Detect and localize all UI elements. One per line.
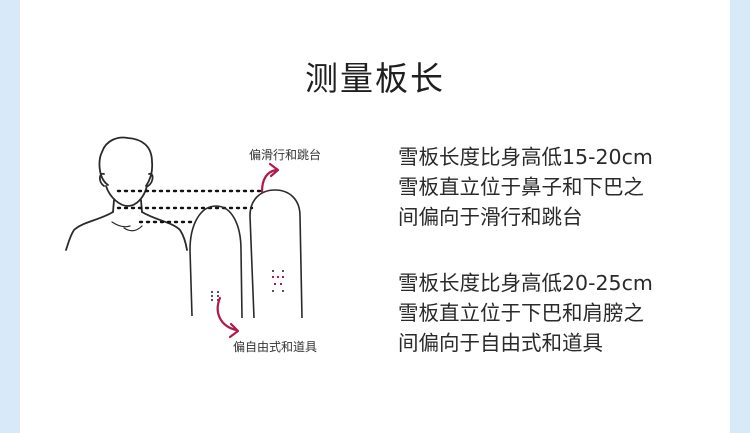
measurement-lines: [118, 191, 262, 222]
arrow-up-icon: [262, 164, 278, 192]
description-block-1: 雪板长度比身高低15-20cm 雪板直立位于鼻子和下巴之 间偏向于滑行和跳台: [398, 142, 718, 232]
label-glide-jump: 偏滑行和跳台: [249, 146, 321, 163]
arrow-down-icon: [218, 298, 238, 337]
snowboard-short: [190, 206, 242, 318]
binding-marks-short: [211, 291, 219, 301]
description-line: 间偏向于自由式和道具: [398, 328, 718, 358]
description-line: 雪板长度比身高低15-20cm: [398, 142, 718, 172]
snowboard-tall: [250, 190, 302, 318]
binding-marks-tall: [272, 276, 284, 285]
description-line: 雪板直立位于下巴和肩膀之: [398, 298, 718, 328]
person-figure: [66, 138, 187, 250]
description-line: 雪板直立位于鼻子和下巴之: [398, 172, 718, 202]
label-freestyle-park: 偏自由式和道具: [233, 338, 317, 355]
description-block-2: 雪板长度比身高低20-25cm 雪板直立位于下巴和肩膀之 间偏向于自由式和道具: [398, 268, 718, 358]
description-line: 间偏向于滑行和跳台: [398, 202, 718, 232]
description-line: 雪板长度比身高低20-25cm: [398, 268, 718, 298]
